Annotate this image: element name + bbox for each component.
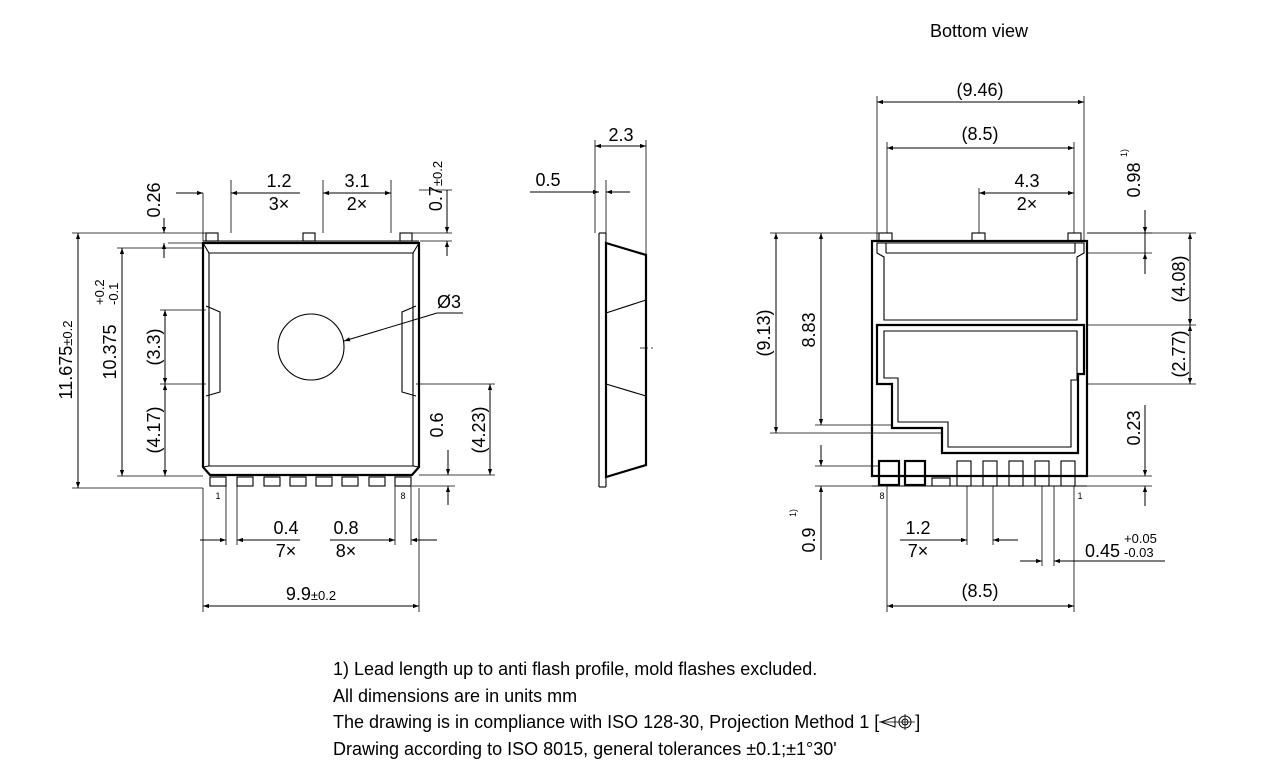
dim-0-45-tol-lower: -0.03 (1124, 545, 1154, 560)
note-line-3: The drawing is in compliance with ISO 12… (333, 709, 1093, 736)
dim-4-08: (4.08) (1169, 255, 1189, 302)
dim-4-17: (4.17) (144, 406, 164, 453)
dim-0-23: 0.23 (1124, 410, 1144, 445)
dim-0-8-count: 8× (336, 541, 357, 561)
bottom-view: 8 1 (9.46) (8.5) 4.3 2× 0.98 1) (4.08) (… (754, 80, 1196, 612)
dim-4-3: 4.3 (1014, 171, 1039, 191)
dim-0-98-note: 1) (1119, 149, 1129, 157)
dim-9-9: 9.9±0.2 (286, 584, 336, 604)
note-line-4: Drawing according to ISO 8015, general t… (333, 738, 837, 759)
drawing-notes: 1) Lead length up to anti flash profile,… (333, 656, 1093, 762)
dim-0-26: 0.26 (144, 182, 164, 217)
note-line-3-prefix: The drawing is in compliance with ISO 12… (333, 712, 880, 732)
dim-4-23: (4.23) (469, 406, 489, 453)
side-package-body (604, 241, 648, 479)
bottom-package-body (870, 239, 1089, 478)
dim-0-4-count: 7× (276, 541, 297, 561)
dim-0-8: 0.8 (333, 518, 358, 538)
front-top-tabs (203, 232, 419, 242)
dim-4-3-count: 2× (1017, 194, 1038, 214)
dim-0-4: 0.4 (273, 518, 298, 538)
dim-0-45: 0.45 (1085, 541, 1120, 561)
first-angle-projection-icon (879, 714, 916, 730)
dim-9-46: (9.46) (956, 80, 1003, 100)
dim-0-5: 0.5 (535, 170, 560, 190)
dim-3-3: (3.3) (144, 328, 164, 365)
bottom-pin-1-label: 1 (1077, 491, 1082, 501)
dim-8-83: 8.83 (799, 312, 819, 347)
front-left-slot (205, 305, 221, 397)
mounting-hole (277, 313, 345, 381)
bottom-view-title: Bottom view (930, 21, 1029, 41)
dim-9-13: (9.13) (754, 309, 774, 356)
dim-0-7: 0.7±0.2 (426, 161, 446, 211)
note-line-3-suffix: ] (915, 712, 921, 732)
dim-3-1: 3.1 (344, 171, 369, 191)
dim-0-45-tol-upper: +0.05 (1124, 531, 1157, 546)
note-line-2: All dimensions are in units mm (333, 685, 578, 706)
dim-1-2-front-count: 3× (269, 194, 290, 214)
dim-0-9-note: 1) (788, 509, 798, 517)
dim-2-3: 2.3 (608, 125, 633, 145)
side-view: 2.3 0.5 (530, 125, 656, 488)
front-leads (209, 476, 412, 487)
front-pin-8-label: 8 (400, 491, 405, 501)
dim-0-6: 0.6 (427, 412, 447, 437)
dim-1-2-bottom-count: 7× (908, 541, 929, 561)
dim-10-375-tol-upper: +0.2 (92, 279, 107, 305)
bottom-pin-8-label: 8 (879, 491, 884, 501)
dim-2-77: (2.77) (1169, 330, 1189, 377)
front-package-body (201, 241, 421, 477)
dim-11-675: 11.675±0.2 (56, 321, 76, 400)
dim-8-5-bottom: (8.5) (961, 581, 998, 601)
front-pin-1-label: 1 (215, 491, 220, 501)
front-right-slot (401, 305, 417, 397)
dim-10-375-tol-lower: -0.1 (106, 283, 121, 305)
bottom-leads (872, 459, 1087, 487)
dim-10-375: 10.375 (100, 324, 120, 379)
dim-1-2-front: 1.2 (266, 171, 291, 191)
dim-1-2-bottom: 1.2 (905, 518, 930, 538)
dim-3-1-count: 2× (347, 194, 368, 214)
dim-0-9: 0.9 (799, 527, 819, 552)
dim-0-98: 0.98 (1124, 162, 1144, 197)
front-view: 1 8 0.26 1.2 3× 3.1 2× 0.7±0.2 (56, 161, 495, 612)
note-line-1: 1) Lead length up to anti flash profile,… (333, 659, 818, 679)
dim-8-5-top: (8.5) (961, 124, 998, 144)
bottom-thermal-pad (875, 323, 1086, 455)
dim-hole-diameter: Ø3 (437, 292, 461, 312)
